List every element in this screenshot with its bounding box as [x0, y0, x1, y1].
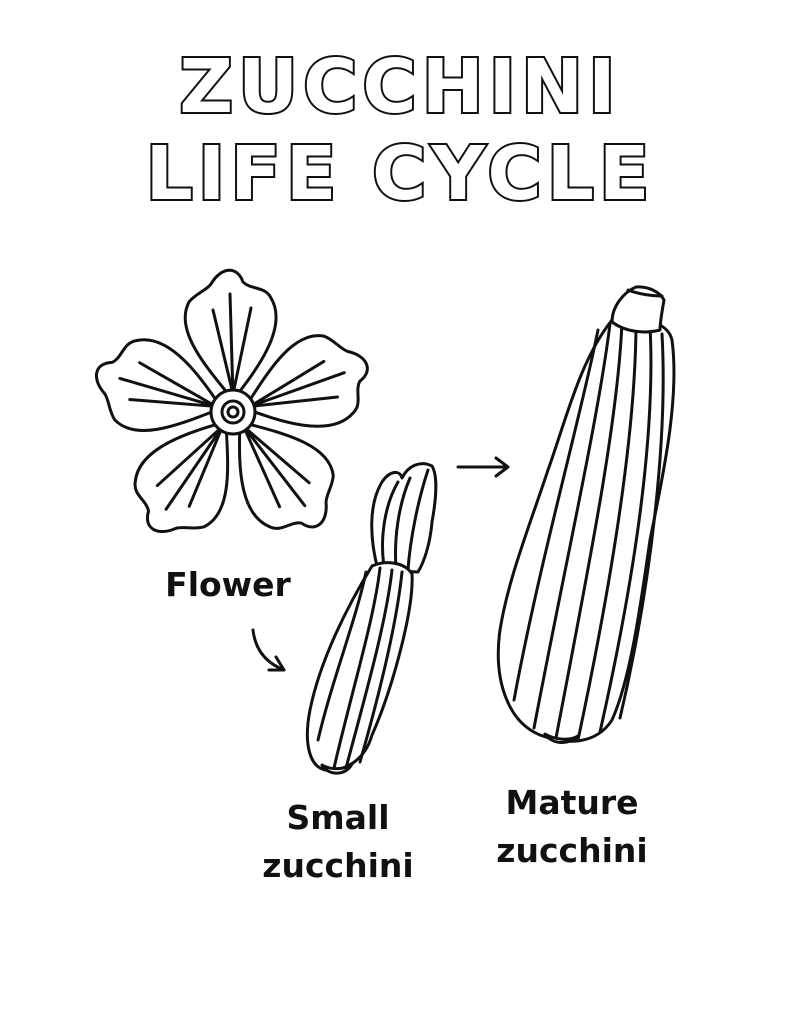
mature-zucchini-end [543, 732, 580, 744]
title-line-1: ZUCCHINI [177, 44, 621, 130]
stage-label-small-zucchini-line-2: zucchini [262, 846, 414, 885]
mature-zucchini-icon [496, 285, 676, 744]
zucchini-flower-icon [94, 268, 369, 534]
small-zucchini-icon [305, 462, 438, 775]
title-line-2: LIFE CYCLE [144, 131, 655, 217]
stage-label-mature-zucchini-line-1: Mature [505, 783, 639, 822]
small-zucchini-end [320, 762, 354, 775]
flower-petal [183, 268, 278, 402]
flower-petal [133, 420, 230, 534]
mature-zucchini-stem [610, 285, 666, 334]
flower-petal [94, 338, 224, 432]
flower-petal [238, 420, 335, 530]
flower-pistil [226, 405, 240, 419]
stage-label-mature-zucchini-line-2: zucchini [496, 831, 648, 870]
arrow-small-to-mature-icon [456, 456, 510, 478]
arrow-flower-to-small-icon [251, 628, 286, 672]
closed-blossom [370, 462, 438, 574]
flower-petal [242, 334, 369, 428]
stage-label-flower: Flower [165, 565, 291, 604]
stage-label-small-zucchini-line-1: Small [286, 798, 390, 837]
